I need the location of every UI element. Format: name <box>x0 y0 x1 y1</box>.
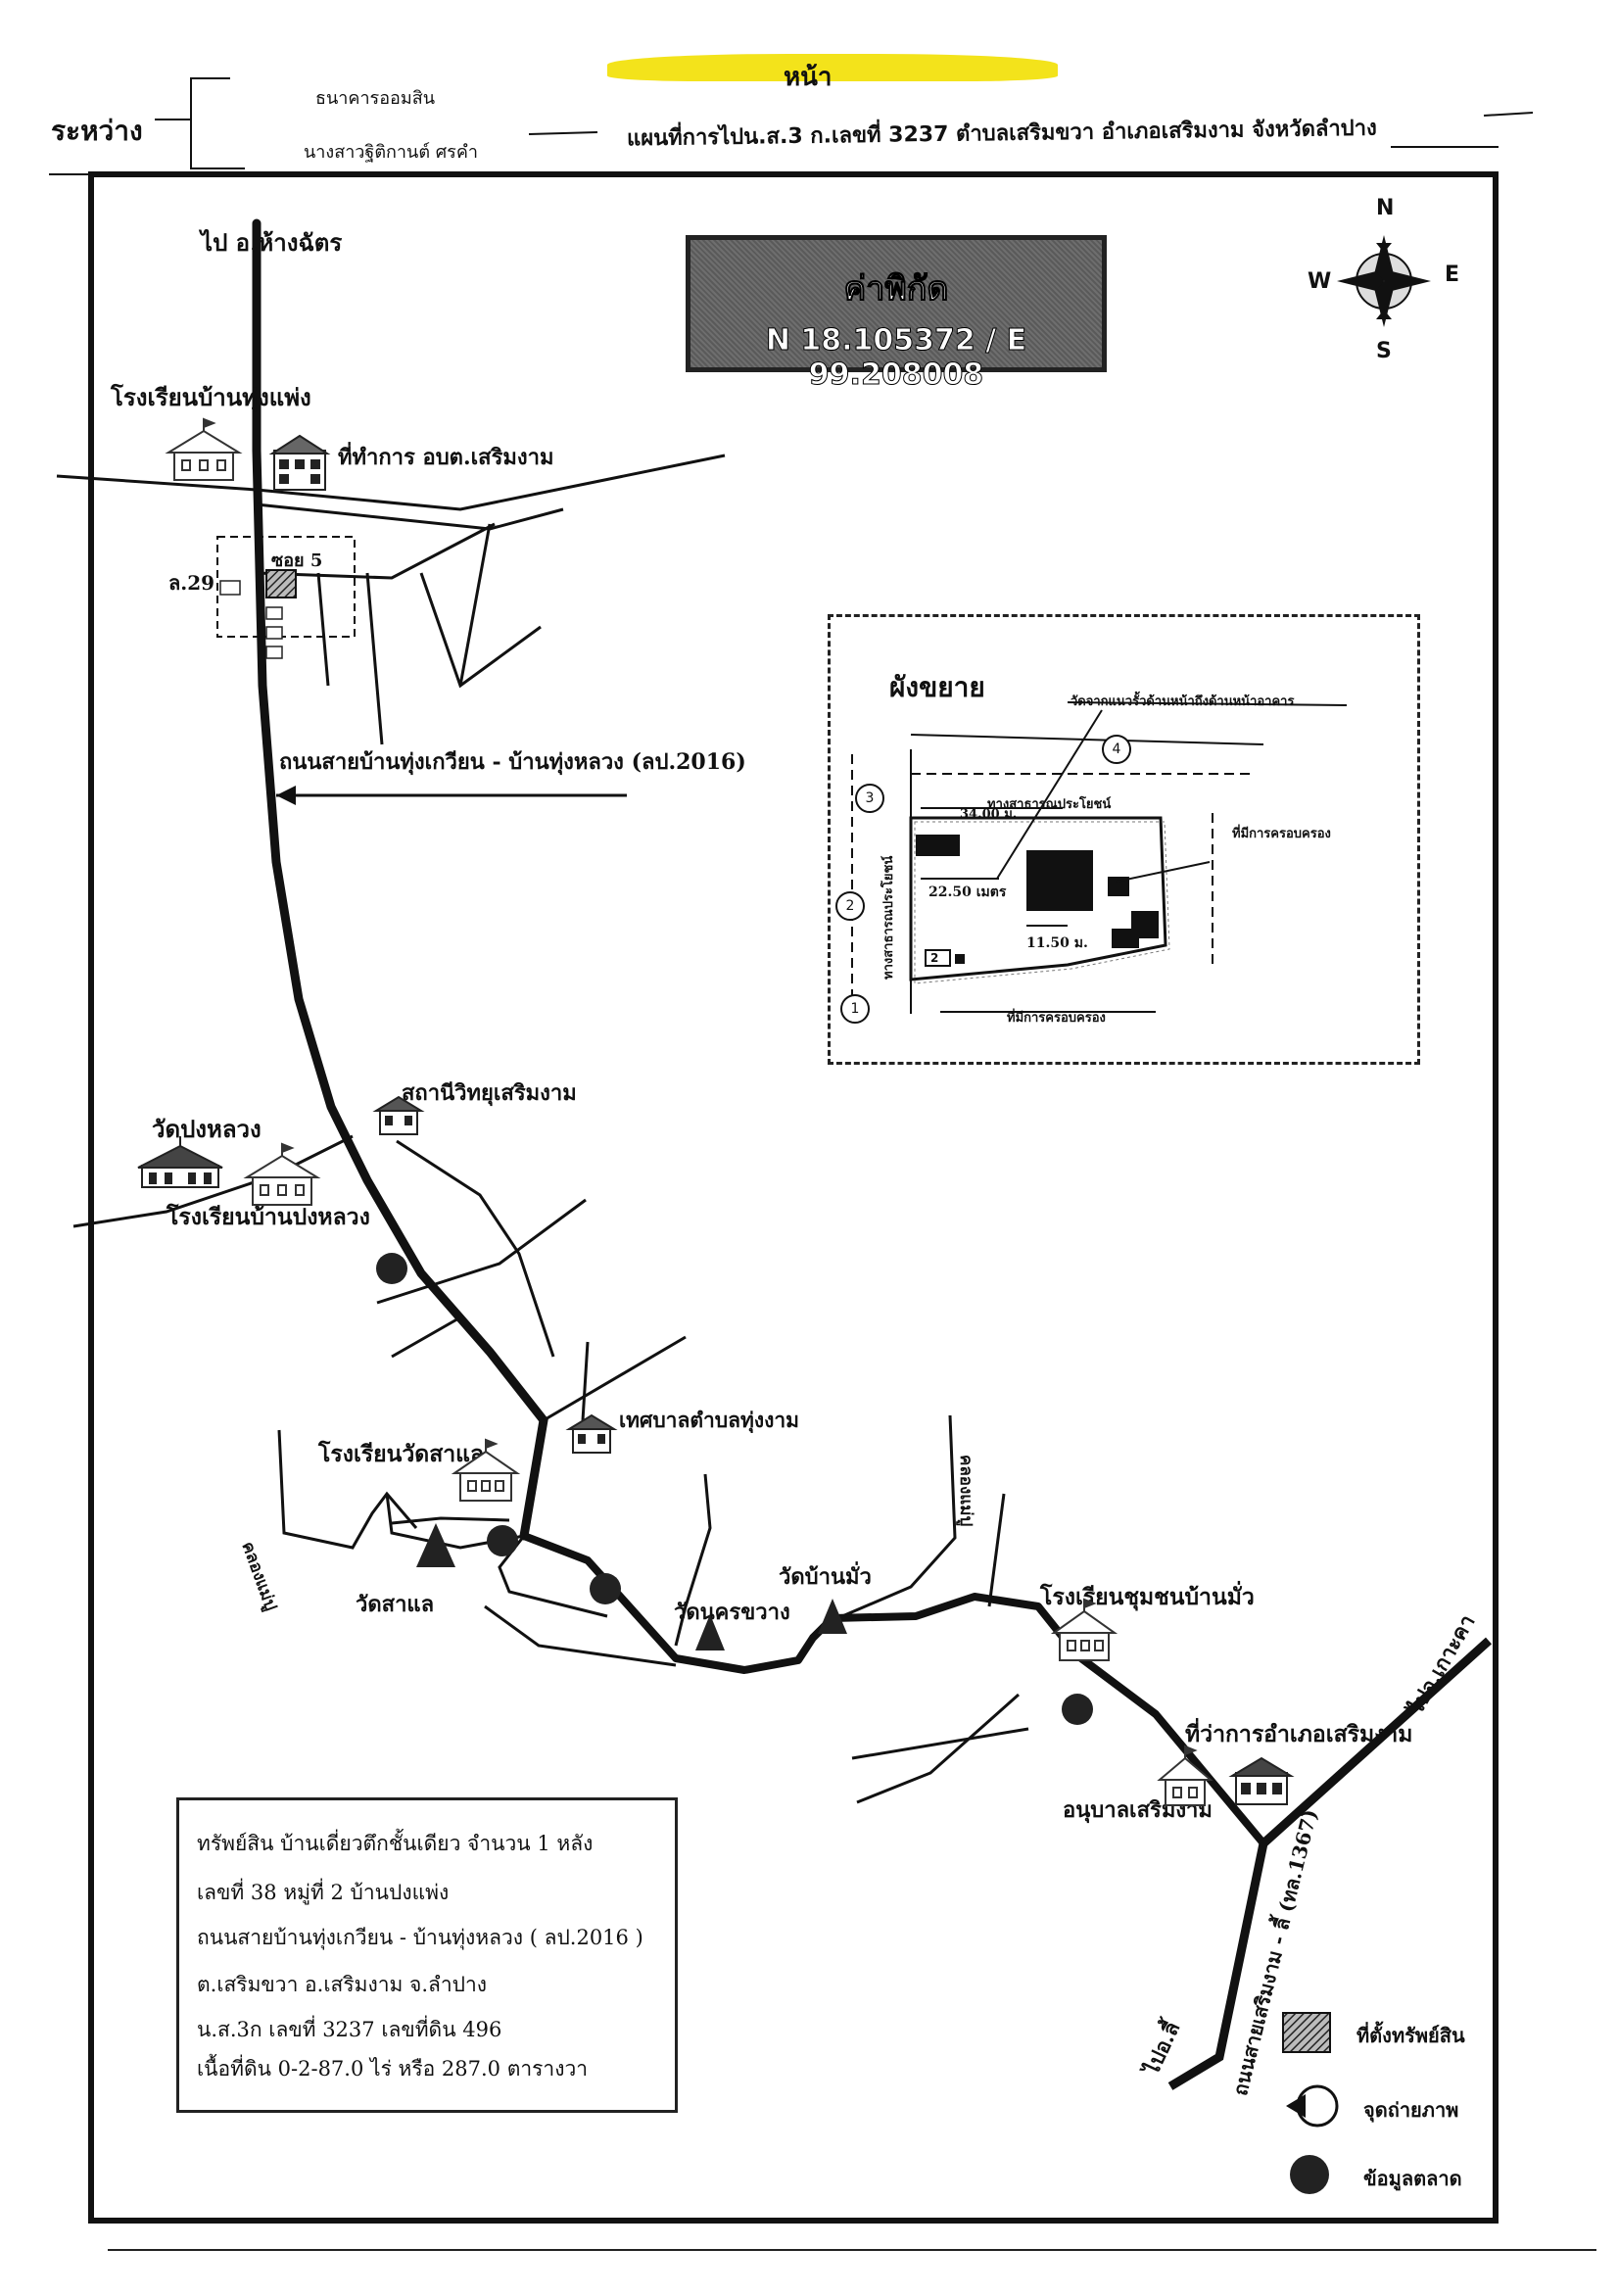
compass-e: E <box>1445 263 1460 287</box>
between-label: ระหว่าง <box>51 115 143 147</box>
party-person: นางสาวฐิติกานต์ ศรคำ <box>304 142 478 163</box>
label-district-office: ที่ว่าการอำเภอเสริมงาม <box>1185 1721 1413 1747</box>
inset-fence-note: วัดจากแนวรั้วด้านหน้าถึงด้านหน้าอาคาร <box>1071 694 1295 709</box>
coordinate-title: ค่าพิกัด <box>843 269 949 310</box>
inset-dim-11: 11.50 ม. <box>1026 935 1088 951</box>
property-line-3: ถนนสายบ้านทุ่งเกวียน - บ้านทุ่งหลวง ( ลป… <box>197 1926 643 1949</box>
label-to-hang-chat: ไป อ.ห้างฉัตร <box>201 228 343 257</box>
inset-title: ผังขยาย <box>889 671 985 703</box>
inset-enlarged-plan: ผังขยาย วัดจากแนวรั้วด้านหน้าถึงด้านหน้า… <box>828 614 1420 1065</box>
main-road <box>252 218 548 1541</box>
coordinate-value: N 18.105372 / E 99.208008 <box>765 323 1027 393</box>
property-line-2: เลขที่ 38 หมู่ที่ 2 บ้านปงแพ่ง <box>197 1881 450 1904</box>
photo-point-icon: 1 <box>840 994 870 1024</box>
compass-rose: N S W E <box>1308 196 1464 363</box>
label-wat-sa-lae: วัดสาแล <box>356 1592 435 1617</box>
compass-w: W <box>1308 269 1332 294</box>
label-school-ban-mua: โรงเรียนชุมชนบ้านมั่ว <box>1040 1584 1255 1610</box>
stamp-text: หน้า <box>784 63 833 92</box>
legend-market-data-label: ข้อมูลตลาด <box>1363 2167 1462 2190</box>
party-bank: ธนาคารออมสิน <box>315 88 435 109</box>
label-l29: ล.29 <box>168 571 215 595</box>
map-frame <box>88 171 1499 2224</box>
label-municipality: เทศบาลตำบลทุ่งงาม <box>619 1408 799 1432</box>
label-sao-office: ที่ทำการ อบต.เสริมงาม <box>338 445 554 470</box>
label-school-wat-sa-lae: โรงเรียนวัดสาแล <box>318 1441 485 1467</box>
stamp-fragment <box>607 54 1058 81</box>
property-line-4: ต.เสริมขวา อ.เสริมงาม จ.ลำปาง <box>197 1973 488 1996</box>
inset-dim-34: 34.00 ม. <box>960 807 1018 822</box>
property-line-1: ทรัพย์สิน บ้านเดี่ยวตึกชั้นเดียว จำนวน 1… <box>197 1832 594 1855</box>
label-wat-ban-mua: วัดบ้านมั่ว <box>779 1564 872 1590</box>
inset-public-way-top: ทางสาธารณประโยชน์ <box>987 797 1112 812</box>
inset-occupied-right: ที่มีการครอบครอง <box>1232 827 1331 841</box>
inset-house-no: 2 <box>930 951 939 965</box>
inset-dim-22: 22.50 เมตร <box>928 885 1007 900</box>
photo-point-icon: 3 <box>855 784 884 813</box>
label-radio-station: สถานีวิทยุเสริมงาม <box>402 1080 577 1106</box>
inset-public-way-left: ทางสาธารณประโยชน์ <box>881 855 896 980</box>
label-wat-nakhon-khwang: วัดนครขวาง <box>674 1600 790 1625</box>
label-kindergarten: อนุบาลเสริมงาม <box>1063 1797 1213 1823</box>
label-school-thung-phaeng: โรงเรียนบ้านทุ่งแพ่ง <box>111 383 311 411</box>
property-info-box: ทรัพย์สิน บ้านเดี่ยวตึกชั้นเดียว จำนวน 1… <box>176 1797 678 2113</box>
inset-occupied-bottom: ที่มีการครอบครอง <box>1007 1011 1106 1026</box>
property-line-6: เนื้อที่ดิน 0-2-87.0 ไร่ หรือ 287.0 ตารา… <box>197 2057 589 2081</box>
photo-point-icon: 4 <box>1102 735 1131 764</box>
property-line-5: น.ส.3ก เลขที่ 3237 เลขที่ดิน 496 <box>197 2018 502 2041</box>
bottom-rule <box>108 2249 1596 2251</box>
label-wat-pong-luang: วัดปงหลวง <box>152 1115 262 1143</box>
compass-s: S <box>1376 339 1392 363</box>
legend-property-label: ที่ตั้งทรัพย์สิน <box>1356 2024 1465 2047</box>
compass-n: N <box>1376 196 1395 220</box>
legend-photo-point-label: จุดถ่ายภาพ <box>1363 2098 1459 2122</box>
label-soi5: ซอย 5 <box>271 550 323 571</box>
label-road-name: ถนนสายบ้านทุ่งเกวียน - บ้านทุ่งหลวง (ลป.… <box>279 749 746 775</box>
label-canal-right: คลองแม่ปู <box>956 1455 976 1527</box>
coordinate-box: ค่าพิกัด N 18.105372 / E 99.208008 <box>686 235 1107 393</box>
label-school-pong-luang: โรงเรียนบ้านปงหลวง <box>167 1204 370 1230</box>
photo-point-icon: 2 <box>835 891 865 921</box>
